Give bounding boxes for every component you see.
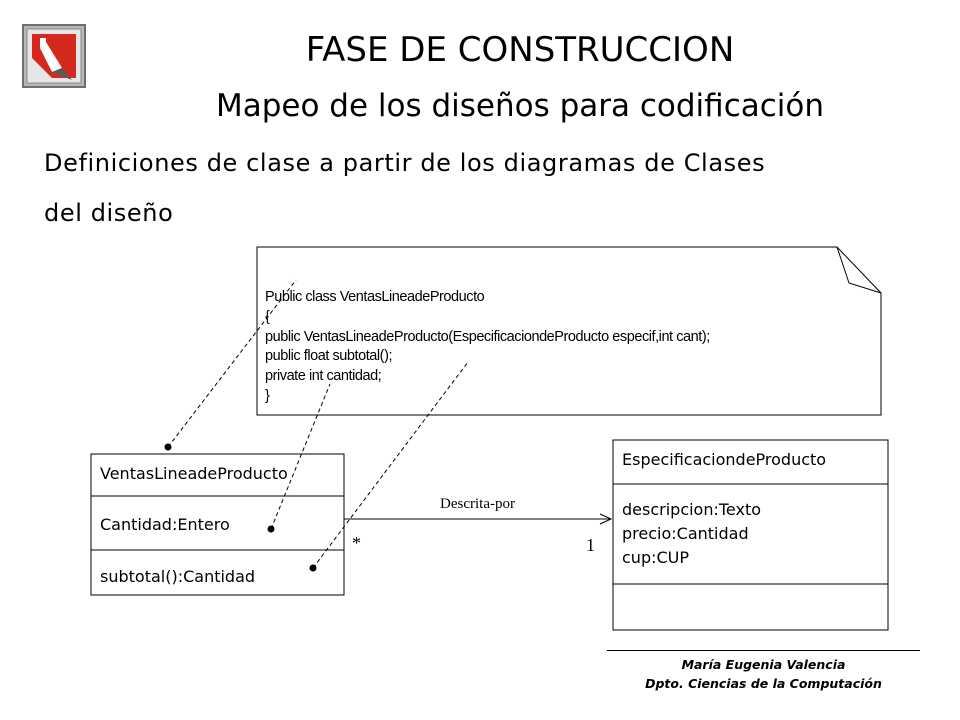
code-line: Public class VentasLineadeProducto [265, 289, 485, 305]
association-line [344, 513, 613, 525]
connector-attribute [270, 383, 331, 530]
class-especificacion-box [612, 439, 889, 631]
connector-operation [312, 361, 469, 569]
source-multiplicity: * [352, 533, 361, 553]
code-line: public VentasLineadeProducto(Especificac… [265, 328, 710, 345]
slide-title: FASE DE CONSTRUCCION [305, 30, 735, 70]
class-especificacion-attribute: cup:CUP [622, 548, 690, 567]
intro-line-1: Definiciones de clase a partir de los di… [44, 149, 766, 177]
connector-dot-class-name [164, 443, 172, 451]
code-line: { [265, 308, 270, 325]
code-line: private int cantidad; [265, 368, 382, 385]
footer-department: Dpto. Ciencias de la Computación [645, 676, 882, 691]
intro-line-2: del diseño [44, 199, 174, 227]
class-especificacion-name: EspecificaciondeProducto [622, 450, 827, 469]
logo [22, 24, 86, 88]
footer-divider [607, 650, 920, 651]
class-ventas-attribute: Cantidad:Entero [100, 515, 230, 534]
class-ventas-operation: subtotal():Cantidad [100, 567, 256, 586]
class-ventas-box [90, 453, 345, 596]
intro-text: Definiciones de clase a partir de los di… [44, 138, 924, 238]
code-line: public float subtotal(); [265, 348, 393, 365]
connector-dot-attribute [267, 525, 275, 533]
slide-subtitle: Mapeo de los diseños para codificación [215, 88, 825, 124]
connector-class-name [167, 279, 297, 448]
target-multiplicity: 1 [586, 535, 595, 555]
code-note-shape [256, 246, 882, 416]
code-line: } [265, 387, 270, 404]
class-ventas-name: VentasLineadeProducto [100, 464, 288, 483]
footer-author: María Eugenia Valencia [681, 657, 846, 672]
code-note-text: Public class VentasLineadeProducto { pub… [265, 288, 890, 407]
association-label: Descrita-por [440, 496, 515, 512]
class-especificacion-attribute: precio:Cantidad [622, 524, 749, 543]
connector-dot-operation [309, 564, 317, 572]
class-especificacion-attribute: descripcion:Texto [622, 500, 762, 519]
